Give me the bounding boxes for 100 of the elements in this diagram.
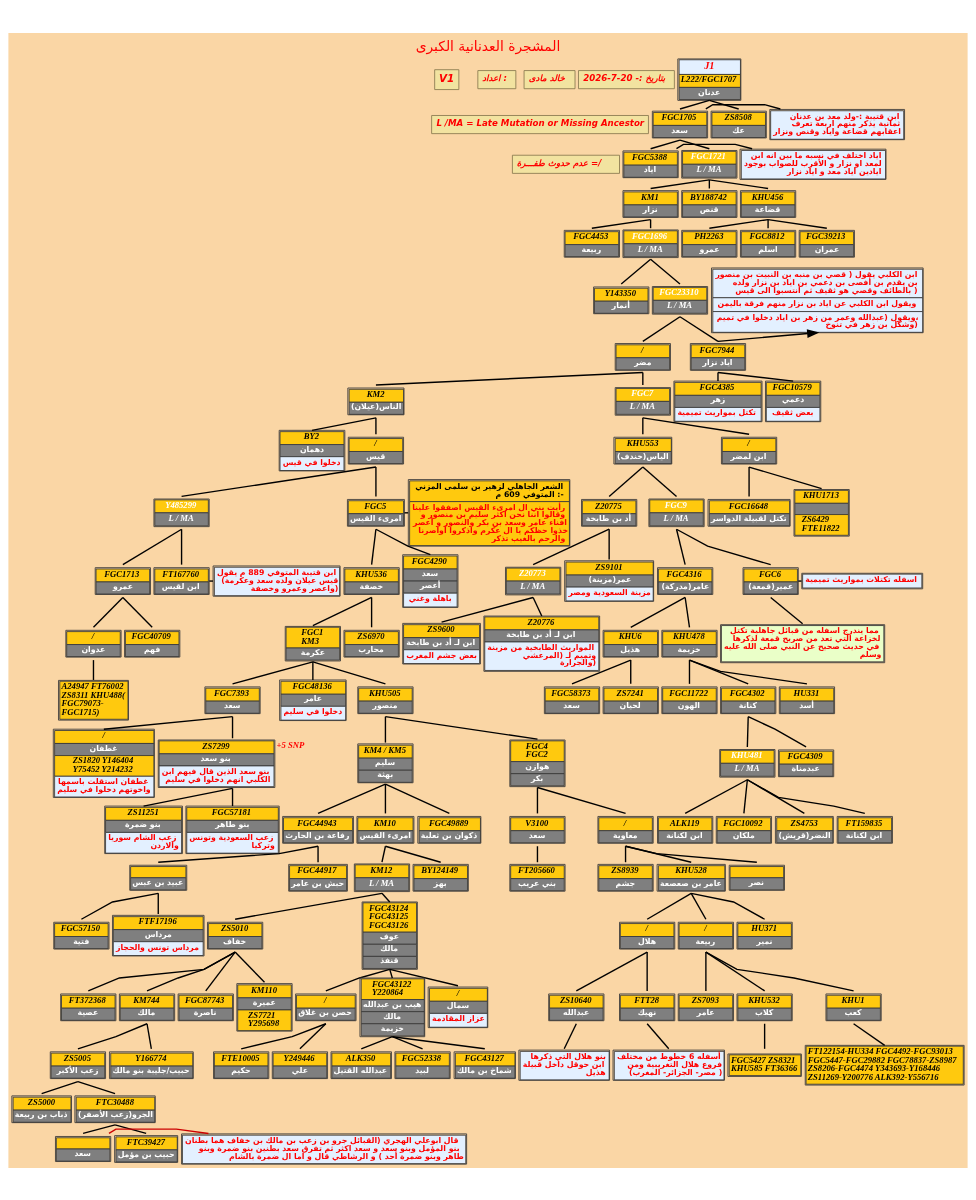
connector [620, 258, 652, 285]
connector [146, 1022, 153, 1049]
connector [312, 660, 314, 681]
connector [717, 371, 719, 382]
connector [675, 528, 772, 565]
label: بتاريخ :- 20-7-2026 [583, 72, 666, 83]
connector [679, 99, 711, 110]
connector [532, 596, 543, 617]
connector [763, 1022, 766, 1049]
connector [646, 950, 648, 992]
connector [370, 528, 377, 565]
connector [234, 950, 266, 983]
connector [108, 1127, 210, 1134]
connector [797, 579, 803, 582]
connector [746, 715, 749, 748]
connector [642, 371, 644, 386]
connector [675, 143, 753, 149]
connector [122, 528, 183, 565]
connector [642, 315, 681, 342]
connector [571, 658, 632, 685]
connector [375, 416, 377, 435]
connector [649, 138, 681, 149]
diagram-title: المشجرة العدنانية الكبرى [415, 37, 561, 54]
connector [684, 778, 749, 814]
label: V1 [438, 71, 455, 84]
connector [317, 845, 319, 863]
connector [852, 1022, 886, 1046]
connector [708, 218, 769, 229]
connector [146, 950, 236, 992]
connector [180, 528, 183, 565]
connector [312, 596, 373, 626]
connector [122, 596, 153, 628]
connector [690, 892, 707, 920]
connector [80, 892, 159, 920]
connector [325, 968, 391, 992]
connector [370, 596, 373, 628]
connector [679, 138, 711, 149]
connector [747, 715, 807, 748]
connector [384, 715, 539, 740]
connector [114, 1123, 147, 1134]
connector [205, 950, 236, 992]
connector [299, 1022, 327, 1049]
connector [360, 1035, 394, 1049]
connector [40, 1080, 79, 1094]
connector [743, 778, 749, 814]
connector [375, 528, 432, 555]
connector [231, 715, 234, 739]
connector [688, 658, 808, 685]
connector [180, 465, 377, 497]
connector [77, 1080, 116, 1094]
connector [92, 658, 95, 681]
connector [608, 465, 644, 497]
connector [769, 596, 804, 624]
connector [679, 315, 719, 342]
label: اعداد : [482, 72, 507, 83]
node-label: +5 SNP [276, 739, 305, 750]
connector [536, 786, 539, 814]
connector [532, 528, 610, 565]
connector [642, 465, 678, 497]
connector [708, 99, 740, 110]
connector [536, 786, 627, 814]
connector [705, 950, 855, 992]
connector [208, 579, 214, 582]
connector [384, 715, 387, 743]
connector [389, 968, 459, 986]
connector [630, 658, 632, 685]
connector [608, 528, 610, 560]
connector [391, 1035, 486, 1049]
connector [767, 218, 828, 229]
connector [311, 416, 377, 431]
connector [92, 596, 124, 628]
connector [82, 1123, 116, 1134]
connector [688, 658, 749, 685]
connector [312, 660, 387, 685]
connector [103, 715, 234, 730]
connector [384, 782, 387, 814]
connector [240, 1022, 327, 1049]
connector [157, 845, 319, 863]
connector [675, 528, 686, 565]
connector [403, 511, 409, 514]
connector [575, 950, 648, 992]
connector [646, 892, 692, 920]
connector [375, 465, 377, 497]
connector [642, 416, 644, 435]
arrow [717, 328, 820, 342]
connector [384, 782, 451, 814]
connector [690, 892, 766, 920]
connector [317, 782, 387, 814]
connector [684, 596, 691, 628]
connector [375, 371, 644, 386]
connector [391, 1035, 424, 1049]
connector [688, 658, 691, 685]
connector [563, 1022, 577, 1049]
connector [234, 892, 383, 920]
connector [381, 845, 387, 863]
connector [384, 845, 442, 863]
connector [77, 1022, 148, 1049]
connector [746, 778, 866, 814]
connector [381, 892, 391, 903]
connector [87, 950, 236, 992]
